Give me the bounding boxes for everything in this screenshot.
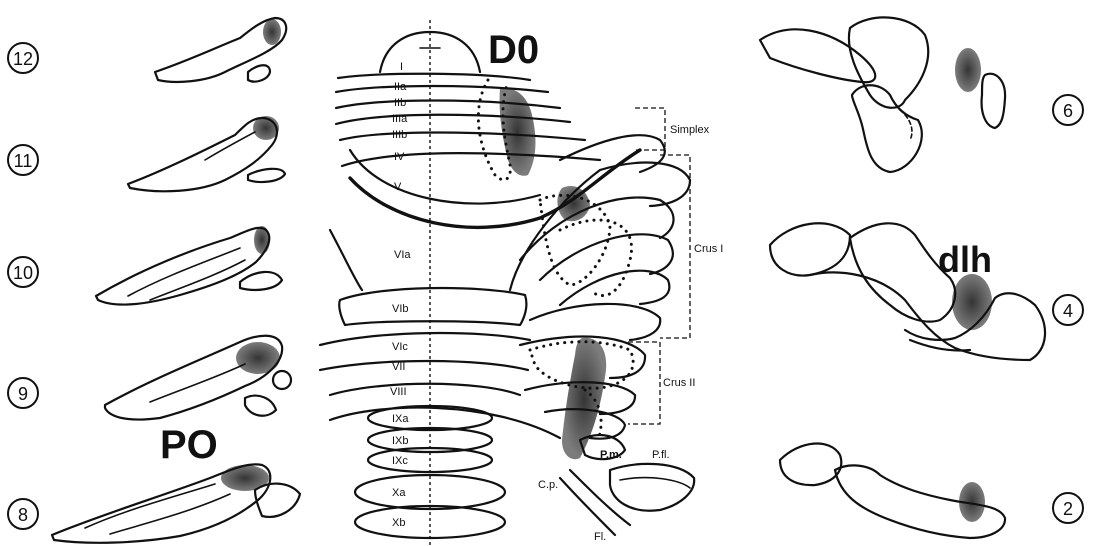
crus2-label: Crus II [663,377,695,389]
lobule-labels: I IIa IIb IIIa IIIb IV V VIa VIb VIc VII… [390,61,411,529]
lobule-label: IXc [392,455,408,467]
labeled-cell-cluster [221,465,269,491]
lobule-label: IXa [392,413,409,425]
labeled-cell-cluster [955,48,981,92]
lobule-label: IIb [394,97,406,109]
labeled-cell-cluster [500,88,536,176]
svg-text:4: 4 [1063,301,1073,321]
svg-text:10: 10 [13,263,33,283]
lobule-label: VIb [392,303,409,315]
simplex-label: Simplex [670,124,710,136]
svg-text:2: 2 [1063,499,1073,519]
lobule-label: VIII [390,386,407,398]
svg-text:12: 12 [13,49,33,69]
cp-label: C.p. [538,479,558,491]
pfl-label: P.fl. [652,449,670,461]
labeled-cell-cluster [254,226,270,254]
crus1-label: Crus I [694,243,723,255]
section-number-8: 8 [8,499,38,529]
svg-text:9: 9 [18,384,28,404]
section-number-12: 12 [8,43,38,73]
lobule-label: IIIb [392,129,407,141]
labeled-cell-cluster [952,274,992,330]
lobule-label: VII [392,361,405,373]
section-8-drawing [52,464,300,542]
lobule-label: Xa [392,487,406,499]
labeled-cell-cluster [236,342,280,374]
central-flatmap [320,20,694,546]
labeled-cell-cluster [959,482,985,522]
section-10-drawing [96,226,282,305]
lobule-label: IIa [394,81,407,93]
section-9-drawing [105,336,291,420]
lobule-label: Xb [392,517,405,529]
section-number-6: 6 [1053,95,1083,125]
section-number-10: 10 [8,257,38,287]
region-label-d0: D0 [488,28,539,72]
section-number-9: 9 [8,378,38,408]
section-2-drawing [780,444,1005,538]
section-4-drawing [770,223,1045,360]
labeled-cell-cluster [263,19,281,45]
fl-label: Fl. [594,531,606,543]
section-6-drawing [760,17,1005,172]
section-number-4: 4 [1053,295,1083,325]
lobule-label: VIa [394,249,411,261]
lobule-label: IV [394,151,405,163]
lobule-label: V [394,181,402,193]
svg-text:8: 8 [18,505,28,525]
labeled-cell-cluster [562,338,606,459]
section-number-11: 11 [8,145,38,175]
section-11-drawing [128,116,285,191]
svg-text:11: 11 [14,151,33,171]
lobule-label: I [400,61,403,73]
section-number-2: 2 [1053,493,1083,523]
lobule-label: VIc [392,341,408,353]
section-12-drawing [155,18,286,82]
lobule-label: IIIa [392,113,408,125]
labeled-cell-cluster [253,116,279,140]
region-label-po: PO [160,423,218,467]
lobule-label: IXb [392,435,409,447]
pm-label: P.m. [600,449,622,461]
svg-text:6: 6 [1063,101,1073,121]
